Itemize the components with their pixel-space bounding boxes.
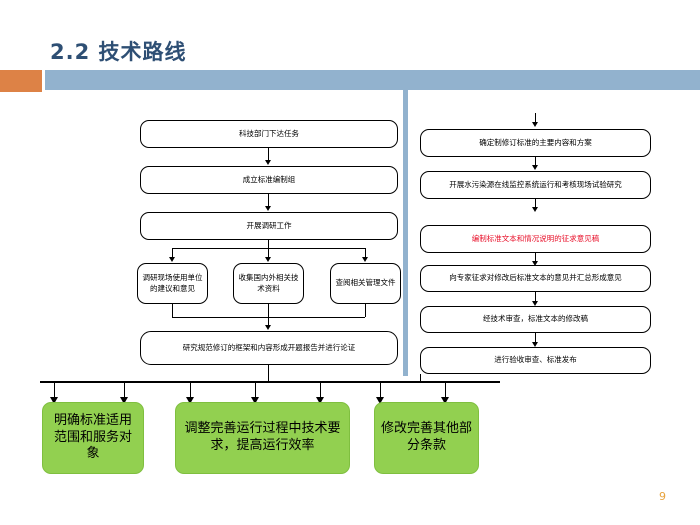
arrow-right-3-4 [532, 261, 538, 266]
connector-into-right-1 [535, 113, 536, 123]
merge-mid [268, 304, 269, 317]
page-number: 9 [659, 490, 666, 503]
connector-right-4-5 [535, 292, 536, 302]
accent-bar-orange [0, 70, 42, 92]
arrow-to-result-1b [120, 397, 128, 404]
arrow-to-result-2a [186, 397, 194, 404]
page-title: 2.2 技术路线 [50, 40, 187, 64]
connector-right-3-4 [535, 253, 536, 262]
arrow-to-result-1a [50, 397, 58, 404]
flow-box-task[interactable]: 科技部门下达任务 [140, 120, 398, 148]
arrow-right-5-6 [532, 342, 538, 347]
bus-riser-1 [54, 381, 55, 398]
flow-box-expert-opinion[interactable]: 向专家征求对修改后标准文本的意见并汇总形成意见 [420, 265, 651, 292]
flow-box-acceptance[interactable]: 进行验收审查、标准发布 [420, 347, 651, 374]
merge-to-summary [268, 317, 269, 326]
flow-box-group[interactable]: 成立标准编制组 [140, 166, 398, 194]
bus-riser-6 [380, 381, 381, 398]
connector-split-mid [268, 248, 269, 258]
connector-research-split [268, 240, 269, 248]
flow-box-research[interactable]: 开展调研工作 [140, 212, 398, 240]
flow-box-field-survey[interactable]: 调研现场使用单位的建议和意见 [137, 263, 208, 304]
arrow-to-result-3a [376, 397, 384, 404]
arrow-split-right [362, 257, 368, 262]
bus-riser-2 [124, 381, 125, 398]
arrow-right-2-3 [532, 207, 538, 212]
arrow-split-left [169, 257, 175, 262]
bus-riser-4 [255, 381, 256, 398]
bus-drop-from-right [420, 374, 421, 381]
arrow-merge-summary [265, 325, 271, 330]
flow-box-draft-text[interactable]: 编制标准文本和情况说明的征求意见稿 [420, 225, 651, 253]
arrow-to-result-2b [251, 397, 259, 404]
flow-box-tech-review[interactable]: 经技术审查，标准文本的修改稿 [420, 306, 651, 333]
arrow-task-group [265, 160, 271, 165]
connector-split-right [365, 248, 366, 258]
result-box-scope[interactable]: 明确标准适用范围和服务对象 [42, 402, 144, 474]
arrow-right-1-2 [532, 165, 538, 170]
arrow-to-result-3b [441, 397, 449, 404]
flow-box-collect-data[interactable]: 收集国内外相关技术资料 [233, 263, 304, 304]
connector-right-2-3 [535, 199, 536, 208]
bus-riser-3 [190, 381, 191, 398]
arrow-to-result-2c [316, 397, 324, 404]
arrow-group-research [265, 206, 271, 211]
arrow-right-4-5 [532, 301, 538, 306]
result-box-efficiency[interactable]: 调整完善运行过程中技术要求，提高运行效率 [175, 402, 350, 474]
arrow-split-mid [265, 257, 271, 262]
flow-box-review-docs[interactable]: 查阅相关管理文件 [330, 263, 401, 304]
column-divider [403, 88, 408, 376]
connector-split-left [172, 248, 173, 258]
merge-right [365, 304, 366, 317]
connector-right-1-2 [535, 157, 536, 166]
distribution-bus [40, 381, 500, 383]
accent-bar-blue [45, 70, 700, 90]
result-box-clauses[interactable]: 修改完善其他部分条款 [374, 402, 479, 474]
flow-box-framework[interactable]: 研究规范修订的框架和内容形成开题报告并进行论证 [140, 331, 398, 365]
merge-left [172, 304, 173, 317]
arrow-into-right-1 [532, 122, 538, 127]
connector-right-5-6 [535, 333, 536, 343]
flow-box-define-scope[interactable]: 确定制修订标准的主要内容和方案 [420, 129, 651, 157]
bus-riser-7 [445, 381, 446, 398]
connector-task-group [268, 148, 269, 161]
bus-drop-from-left [268, 365, 269, 381]
flow-box-field-trial[interactable]: 开展水污染源在线监控系统运行和考核现场试验研究 [420, 171, 651, 199]
connector-group-research [268, 194, 269, 207]
bus-riser-5 [320, 381, 321, 398]
